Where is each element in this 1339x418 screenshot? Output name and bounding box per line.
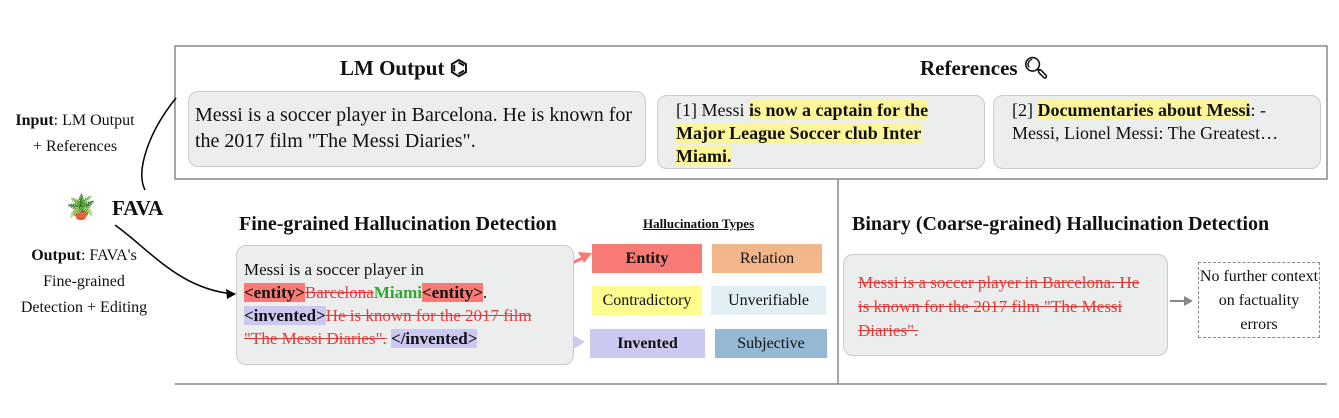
references-title: References 🔍︎ (920, 56, 1050, 80)
fine-grained-output: Messi is a soccer player in <entity>Barc… (236, 245, 574, 365)
input-label: Input: LM Output+ References (15, 112, 135, 155)
lm-output-text: Messi is a soccer player in Barcelona. H… (188, 91, 646, 167)
binary-title: Binary (Coarse-grained) Hallucination De… (852, 213, 1270, 235)
neural-network-icon: ⌬ (449, 56, 469, 80)
no-context-note: No further context on factuality errors (1198, 262, 1320, 338)
hallucination-types-title: Hallucination Types (643, 216, 755, 231)
search-icon: 🔍︎ (1022, 56, 1050, 80)
lm-output-title: LM Output ⌬ (340, 56, 469, 80)
type-unverifiable: Unverifiable (711, 286, 826, 315)
reference-1: [1] Messi is now a captain for the Major… (657, 95, 985, 169)
reference-2: [2] Documentaries about Messi: -Messi, L… (993, 95, 1321, 169)
type-relation: Relation (712, 244, 822, 273)
type-entity: Entity (592, 244, 702, 273)
type-contradictory: Contradictory (592, 286, 702, 315)
type-subjective: Subjective (715, 329, 827, 358)
fava-label: FAVA (112, 196, 164, 220)
binary-output: Messi is a soccer player in Barcelona. H… (843, 254, 1168, 356)
fine-grained-title: Fine-grained Hallucination Detection (239, 213, 557, 235)
type-invented: Invented (590, 329, 705, 358)
plant-icon: 🪴 (66, 195, 96, 221)
